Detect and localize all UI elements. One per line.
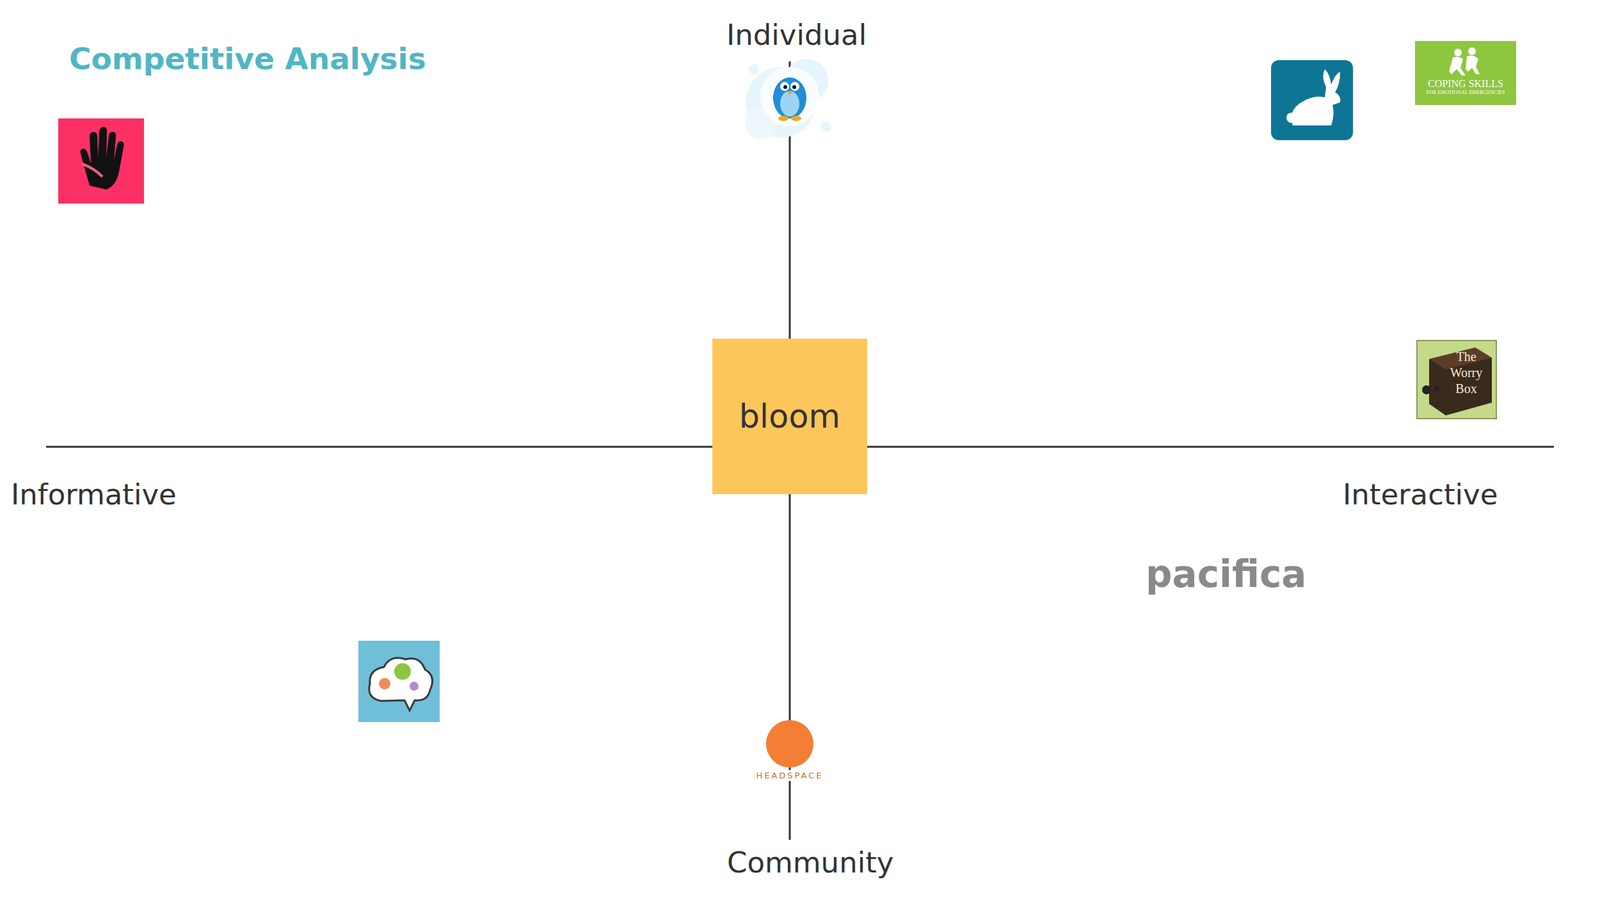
title: Competitive Analysis xyxy=(69,40,427,77)
people-icon xyxy=(1446,46,1485,79)
thought-bubble-icon xyxy=(358,640,440,722)
node-label-box: The Worry Box xyxy=(1440,348,1492,397)
node-label: The Worry Box xyxy=(1440,348,1492,397)
worry-node: The Worry Box xyxy=(1416,339,1497,420)
axis-label: Interactive xyxy=(1342,477,1498,512)
node-title: COPING SKILLS xyxy=(1427,78,1504,90)
rabbit-icon xyxy=(1271,60,1353,141)
headspace-node: HEADSPACE xyxy=(744,719,835,784)
node-label: HEADSPACE xyxy=(753,769,825,781)
axis-label: Individual xyxy=(726,17,867,52)
coping-node: COPING SKILLSFOR EMOTIONAL EMERGENCIES xyxy=(1415,40,1517,105)
axis-label: Informative xyxy=(10,477,177,512)
bloom-node: bloom xyxy=(712,338,868,495)
logo-text: pacifica xyxy=(1145,552,1307,596)
node-label: bloom xyxy=(739,397,841,436)
axis-label: Community xyxy=(727,845,894,880)
orange-dot xyxy=(765,719,815,768)
hand-icon xyxy=(58,118,144,204)
node-subtitle: FOR EMOTIONAL EMERGENCIES xyxy=(1426,89,1506,96)
penguin-icon xyxy=(744,58,831,140)
